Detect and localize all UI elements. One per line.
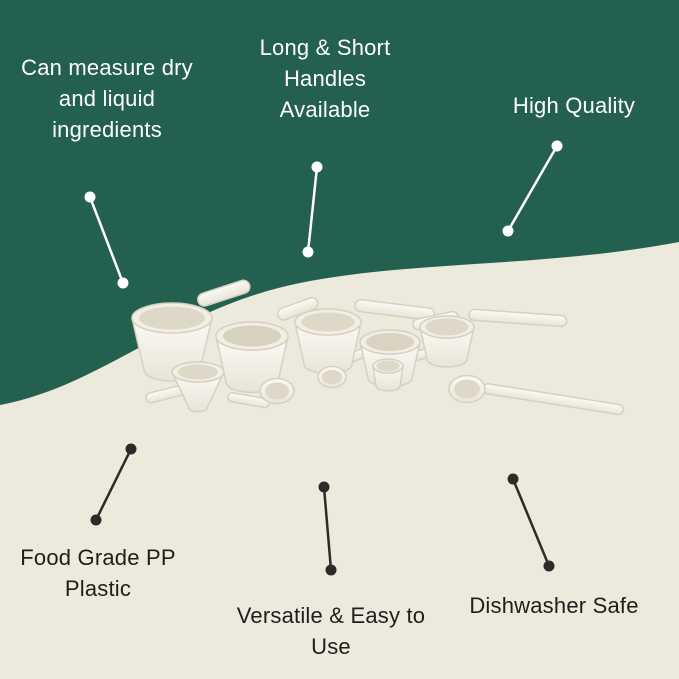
connector-dishwasher xyxy=(507,473,555,572)
callout-high-quality: High Quality xyxy=(474,90,674,121)
measuring-cup-2 xyxy=(215,321,289,394)
measuring-scoop xyxy=(171,361,225,413)
callout-versatile-easy-to-use: Versatile & Easy to Use xyxy=(231,600,431,662)
cup-1-handle xyxy=(197,279,251,307)
callout-label: Versatile & Easy to Use xyxy=(236,603,426,660)
connector-can-measure xyxy=(84,191,129,289)
measuring-spoon-3 xyxy=(448,374,486,404)
callout-label: Food Grade PP Plastic xyxy=(20,545,176,602)
small-measuring-cup xyxy=(372,358,404,392)
measuring-spoon-1 xyxy=(259,377,295,405)
connector-handles xyxy=(302,161,323,258)
callout-food-grade-pp-plastic: Food Grade PP Plastic xyxy=(8,542,188,604)
measuring-spoon-2 xyxy=(317,365,347,389)
callout-long-short-handles: Long & Short Handles Available xyxy=(245,32,405,126)
connector-high-quality xyxy=(502,140,563,237)
connector-food-grade xyxy=(90,443,137,526)
measuring-cup-5 xyxy=(419,315,475,368)
cup-5-long-handle xyxy=(468,308,568,328)
callout-label: High Quality xyxy=(512,93,636,118)
callout-label: Long & Short Handles Available xyxy=(259,35,391,123)
measuring-cup-3 xyxy=(294,308,362,375)
callout-can-measure-dry-liquid: Can measure dry and liquid ingredients xyxy=(7,52,207,146)
spoon-1-handle xyxy=(227,392,271,409)
callout-label: Dishwasher Safe xyxy=(469,593,639,618)
connector-versatile xyxy=(318,481,337,576)
callout-dishwasher-safe: Dishwasher Safe xyxy=(454,590,654,621)
callout-label: Can measure dry and liquid ingredients xyxy=(21,55,193,143)
